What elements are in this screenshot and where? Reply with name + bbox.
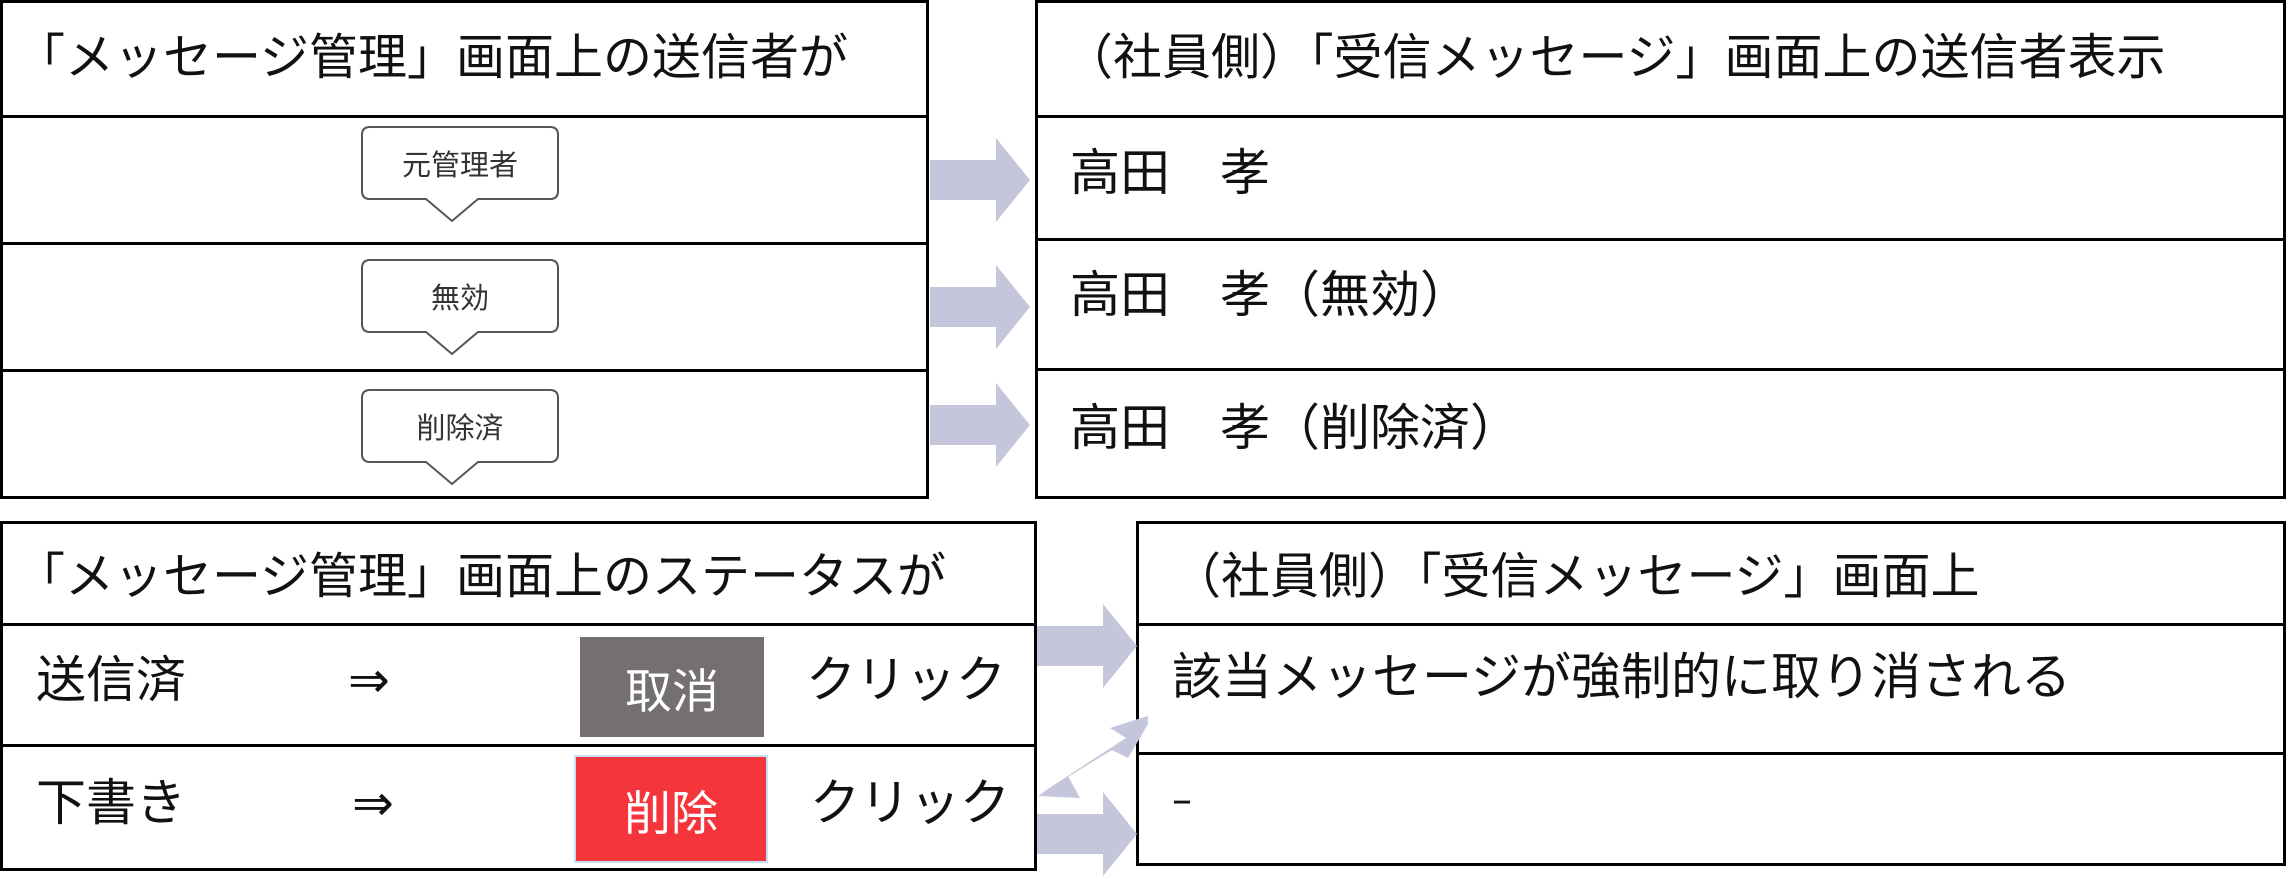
tooltip-label: 無効 [430, 281, 489, 315]
received-message-row: – [1172, 777, 1192, 823]
sender-display-row: 高田 孝（無効） [1070, 266, 1470, 324]
divider [0, 115, 929, 118]
click-label: クリック [806, 651, 1006, 709]
sender-display-table [1035, 0, 2286, 499]
sender-display-row: 高田 孝 [1070, 144, 1270, 202]
divider [1035, 238, 2286, 241]
right-arrow-icon [1037, 604, 1137, 688]
delete-button[interactable]: 削除 [574, 755, 768, 863]
tooltip-label: 削除済 [416, 411, 504, 445]
tooltip-label: 元管理者 [401, 148, 518, 182]
right-arrow-icon [930, 265, 1030, 349]
tooltip-disabled: 無効 [360, 258, 560, 362]
divider [1136, 752, 2286, 755]
divider [0, 369, 929, 372]
right-arrow-icon [930, 138, 1030, 222]
sender-display-header: （社員側）「受信メッセージ」画面上の送信者表示 [1064, 29, 2166, 86]
received-message-row: 該当メッセージが強制的に取り消される [1172, 648, 2071, 706]
right-arrow-icon [930, 383, 1030, 467]
tooltip-former-admin: 元管理者 [360, 125, 560, 229]
divider [0, 744, 1037, 747]
implies-arrow: ⇒ [348, 651, 390, 709]
divider [0, 623, 1037, 626]
return-arrow-icon [1038, 715, 1148, 798]
divider [1035, 115, 2286, 118]
click-label: クリック [810, 774, 1010, 832]
divider [1136, 623, 2286, 626]
received-message-table [1136, 521, 2286, 866]
implies-arrow: ⇒ [352, 774, 394, 832]
status-draft-label: 下書き [36, 774, 186, 832]
message-status-table [0, 521, 1037, 871]
cancel-button[interactable]: 取消 [580, 637, 764, 737]
message-status-header: 「メッセージ管理」画面上のステータスが [16, 548, 947, 605]
sender-status-header: 「メッセージ管理」画面上の送信者が [16, 29, 849, 86]
divider [0, 242, 929, 245]
sender-display-row: 高田 孝（削除済） [1070, 399, 1520, 457]
right-arrow-icon [1037, 792, 1137, 876]
status-sent-label: 送信済 [36, 651, 186, 709]
received-message-header: （社員側）「受信メッセージ」画面上 [1172, 548, 1980, 605]
tooltip-deleted: 削除済 [360, 388, 560, 492]
divider [1035, 368, 2286, 371]
